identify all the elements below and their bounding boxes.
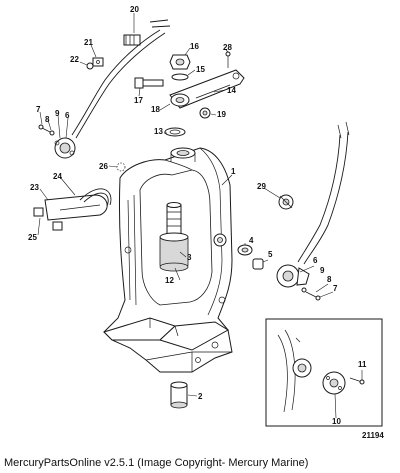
callout-1: 1	[231, 167, 236, 176]
callout-18: 18	[151, 105, 160, 114]
callout-7-left: 7	[36, 105, 41, 114]
bearing-assembly	[159, 202, 189, 272]
callout-28: 28	[223, 43, 232, 52]
callout-9-left: 9	[55, 109, 60, 118]
callout-15: 15	[196, 65, 205, 74]
callout-6-right: 6	[313, 256, 318, 265]
figure-number: 21194	[362, 431, 384, 440]
callout-4: 4	[249, 236, 254, 245]
trim-sender-right	[237, 121, 350, 301]
callout-24: 24	[53, 172, 62, 181]
trim-sender-left	[38, 19, 171, 159]
callout-20: 20	[130, 5, 139, 14]
callout-16: 16	[190, 42, 199, 51]
callout-2: 2	[198, 392, 203, 401]
callout-23: 23	[30, 183, 39, 192]
callout-6-left: 6	[65, 111, 70, 120]
callout-8-left: 8	[45, 115, 50, 124]
callout-17: 17	[134, 96, 143, 105]
callout-21: 21	[84, 38, 93, 47]
part-26-ring	[116, 162, 126, 172]
inset-detail-box	[265, 318, 383, 427]
part-2-bushing	[170, 381, 188, 409]
callout-26: 26	[99, 162, 108, 171]
callout-7-right: 7	[333, 284, 338, 293]
callout-25: 25	[28, 233, 37, 242]
u-bolt-assembly	[33, 188, 112, 231]
copyright-caption: MercuryPartsOnline v2.5.1 (Image Copyrig…	[4, 457, 309, 469]
callout-10: 10	[332, 417, 341, 426]
callout-3: 3	[187, 253, 192, 262]
callout-5: 5	[268, 250, 273, 259]
callout-8-right: 8	[327, 275, 332, 284]
callout-22: 22	[70, 55, 79, 64]
callout-labels: 1 2 3 4 5 6 6 7 7 8 8 9 9 10 11 12 13 14…	[28, 5, 367, 426]
callout-12: 12	[165, 276, 174, 285]
callout-19: 19	[217, 110, 226, 119]
callout-29: 29	[257, 182, 266, 191]
callout-11: 11	[358, 360, 367, 369]
steering-hardware	[123, 34, 245, 137]
callout-13: 13	[154, 127, 163, 136]
callout-9-right: 9	[320, 266, 325, 275]
callout-14: 14	[227, 86, 236, 95]
leader-lines	[37, 13, 363, 419]
